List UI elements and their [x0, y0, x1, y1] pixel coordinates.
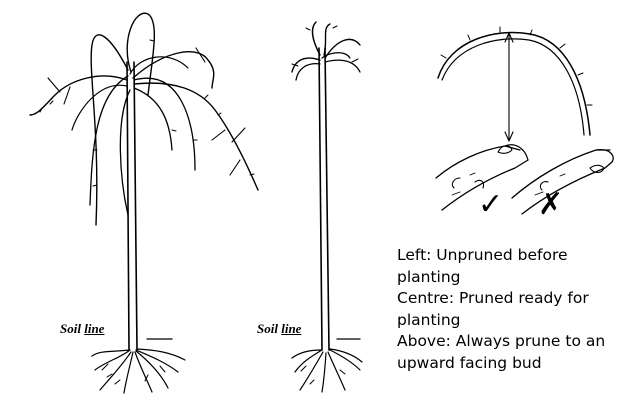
check-mark-icon: ✓ — [478, 187, 503, 222]
soil-line-label-centre: Soil line — [257, 321, 301, 337]
pruned-tree — [292, 22, 362, 392]
caption: Left: Unpruned before planting Centre: P… — [397, 245, 625, 374]
cane-arc-diagram — [438, 27, 592, 141]
cross-mark-icon: ✗ — [538, 187, 563, 222]
soil-line-label-left: Soil line — [60, 321, 104, 337]
caption-above: Above: Always prune to an upward facing … — [397, 331, 625, 374]
caption-left: Left: Unpruned before planting — [397, 245, 625, 288]
caption-centre: Centre: Pruned ready for planting — [397, 288, 625, 331]
